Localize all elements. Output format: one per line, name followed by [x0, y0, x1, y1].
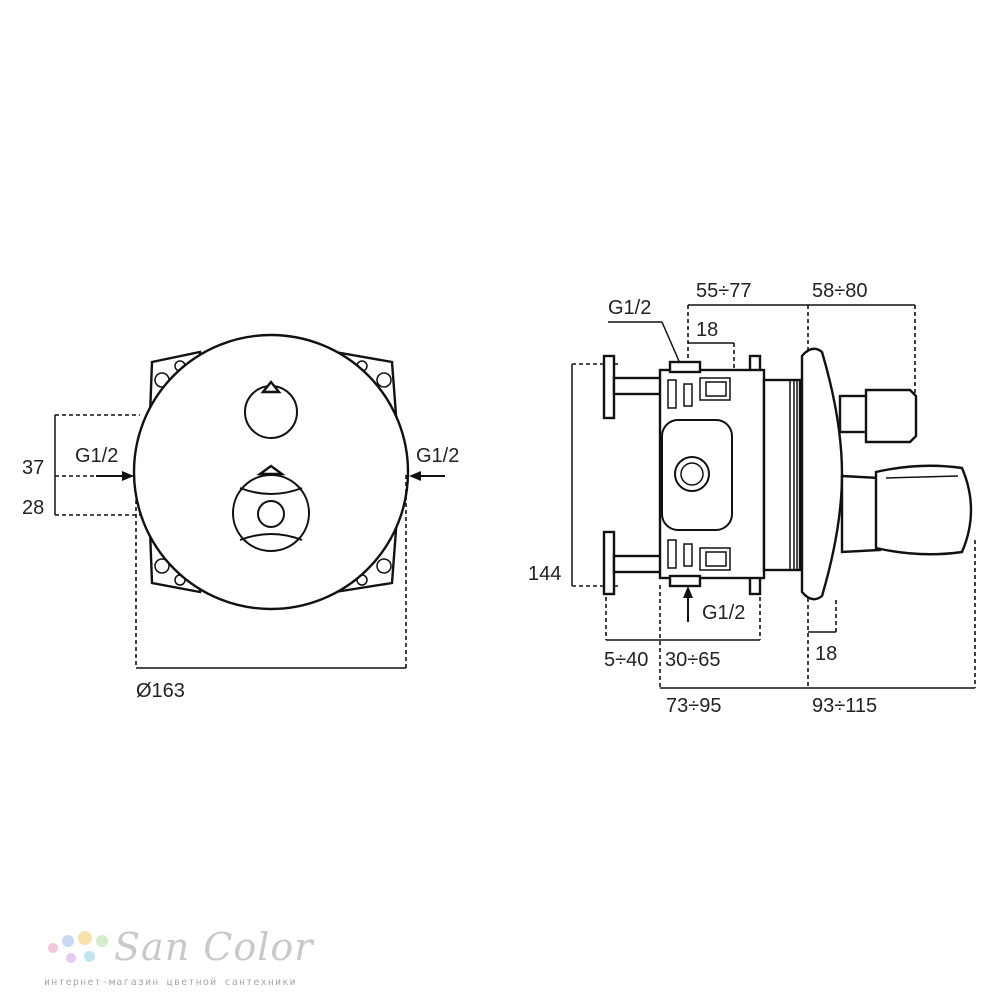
thermostat-knob-side: [840, 464, 973, 556]
front-view: 37 28 G1/2 G1/2 Ø163: [22, 333, 459, 702]
dim-height: 144: [528, 563, 561, 585]
logo-dot: [66, 953, 76, 963]
front-dimensions: [54, 414, 445, 669]
threaded-sleeve: [762, 378, 802, 572]
diverter-knob-side: [838, 388, 918, 444]
side-view: G1/2 55÷77 58÷80 18 144 G1/2 5÷40 30÷65 …: [528, 280, 976, 717]
thermostat-knob: [232, 464, 310, 552]
dim-top-range-b: 58÷80: [812, 280, 867, 302]
dim-total-b: 93÷115: [812, 695, 877, 717]
dim-diameter: Ø163: [136, 680, 185, 702]
logo-brand: San Color: [114, 925, 314, 969]
logo-dot: [62, 935, 74, 947]
dim-lower-offset: 28: [22, 497, 44, 519]
logo-tagline: интернет-магазин цветной сантехники: [44, 977, 297, 988]
logo-dot: [96, 935, 108, 947]
inlet-label-bottom: G1/2: [702, 602, 745, 624]
logo-dot: [48, 943, 58, 953]
logo-dot: [78, 931, 92, 945]
inlet-label-top: G1/2: [608, 297, 651, 319]
watermark-logo: San Color интернет-магазин цветной санте…: [44, 925, 344, 995]
dim-bottom-18: 18: [815, 643, 837, 665]
dim-bottom-range-a: 5÷40: [604, 649, 648, 671]
inlet-label-left: G1/2: [75, 445, 118, 467]
dim-upper-offset: 37: [22, 457, 44, 479]
cover-plate-profile: [800, 347, 844, 601]
dim-total-a: 73÷95: [666, 695, 721, 717]
dim-bottom-range-b: 30÷65: [665, 649, 720, 671]
logo-dot: [84, 951, 95, 962]
inlet-label-right: G1/2: [416, 445, 459, 467]
dim-top-range-a: 55÷77: [696, 280, 751, 302]
dim-top-18: 18: [696, 319, 718, 341]
diverter-knob: [244, 380, 298, 439]
side-dimensions: [571, 304, 976, 689]
mixer-body: [658, 360, 766, 588]
